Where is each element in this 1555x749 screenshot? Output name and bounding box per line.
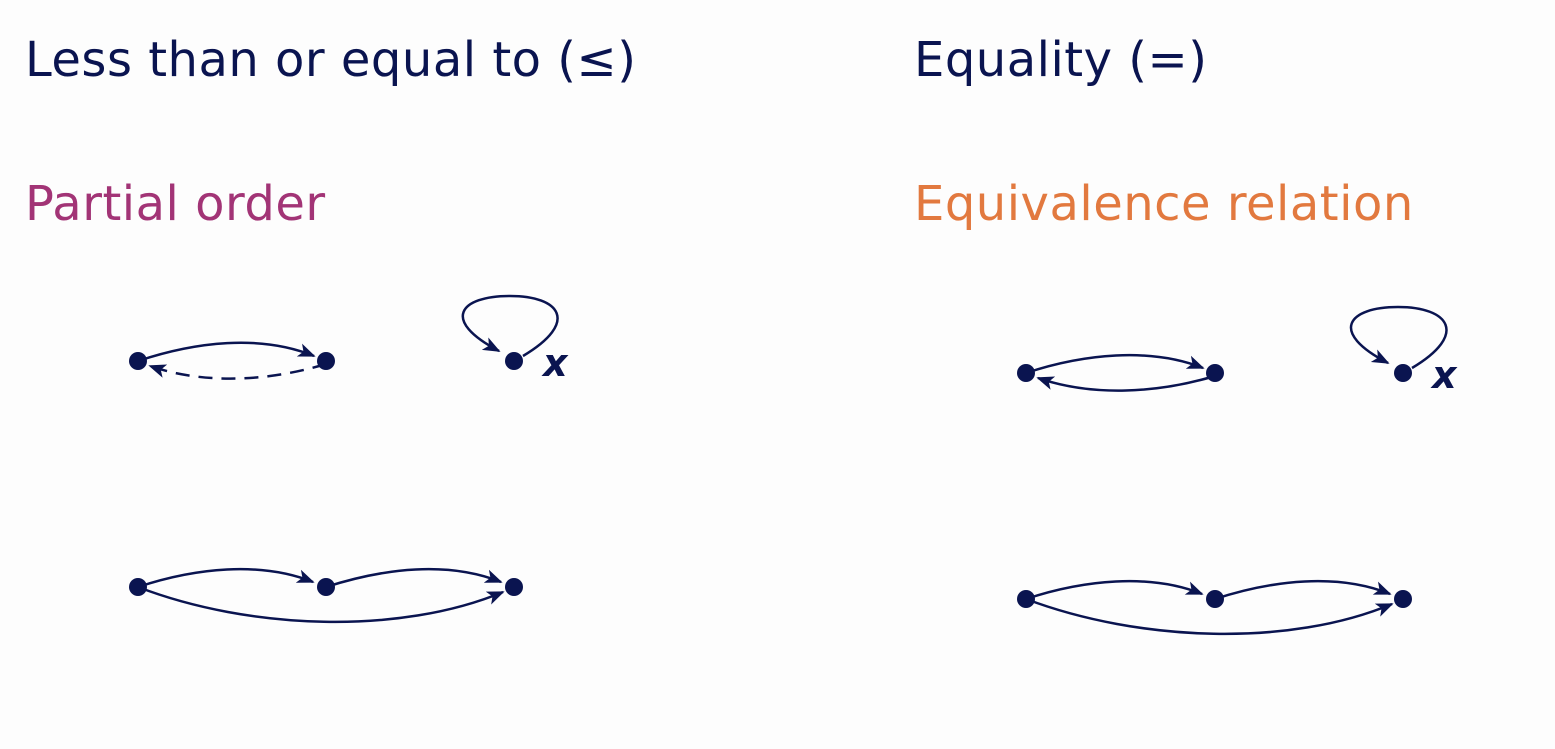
right-trans-arc-ac [1025,597,1394,636]
left-trans-arc-ab [137,567,315,589]
left-transitive-diagram [129,567,523,624]
right-reflexive-diagram: x [1349,305,1458,397]
left-node-label-x: x [541,341,569,385]
right-loop-node [1394,364,1412,382]
left-reflexive-diagram: x [461,294,569,385]
left-trans-node-c [505,578,523,596]
left-dashed-back-arc [148,362,327,380]
left-antisym-node-a [129,352,147,370]
left-trans-arc-bc [325,567,503,589]
right-sym-node-a [1017,364,1035,382]
left-antisymmetry-diagram [129,341,335,380]
right-trans-node-b [1206,590,1224,608]
left-self-loop [461,294,559,358]
right-trans-node-a [1017,590,1035,608]
right-trans-arc-bc [1214,579,1392,601]
right-title: Equality (=) [914,32,1208,88]
left-trans-node-b [317,578,335,596]
right-sym-node-b [1206,364,1224,382]
equivalence-relation-label: Equivalence relation [914,176,1414,232]
left-title: Less than or equal to (≤) [25,32,637,88]
right-trans-arc-ab [1025,579,1204,601]
right-self-loop [1349,305,1448,370]
right-node-label-x: x [1430,353,1458,397]
left-trans-arc-ac [137,585,505,624]
left-loop-node [505,352,523,370]
left-forward-arc [137,341,316,363]
right-symmetry-diagram [1017,353,1224,392]
left-antisym-node-b [317,352,335,370]
right-forward-arc [1025,353,1205,375]
left-trans-node-a [129,578,147,596]
right-transitive-diagram [1017,579,1412,636]
right-trans-node-c [1394,590,1412,608]
right-back-arc [1036,374,1216,392]
partial-order-label: Partial order [25,176,326,232]
